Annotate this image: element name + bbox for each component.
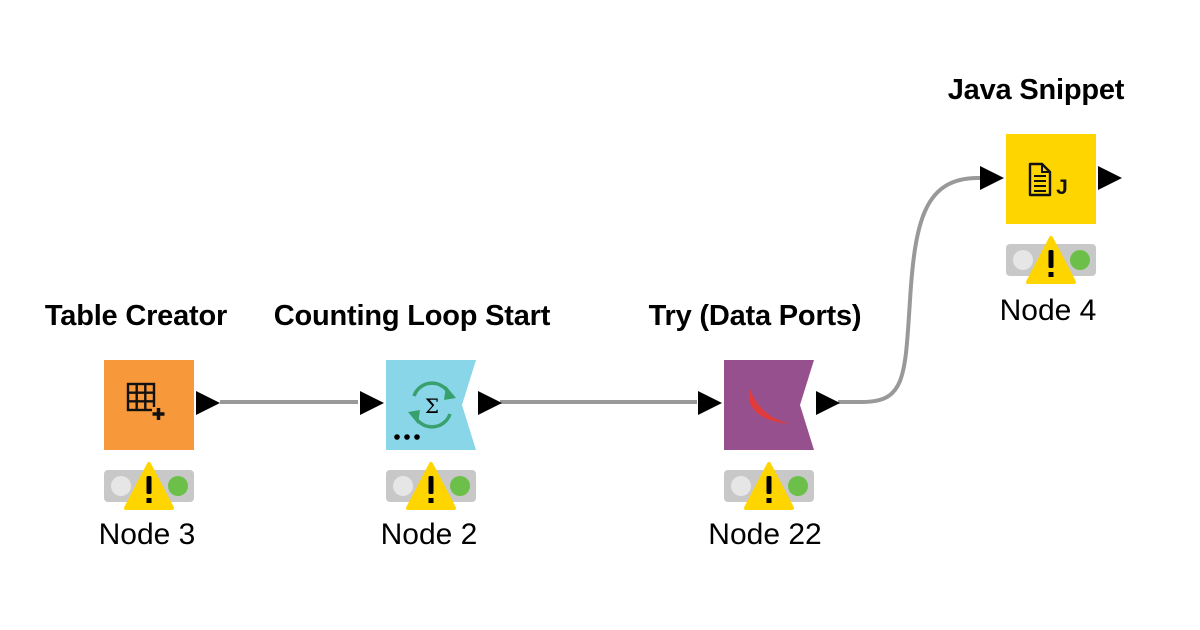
warning-icon: [406, 462, 456, 510]
loop-sigma-icon: Σ: [394, 381, 456, 440]
connections: [220, 176, 980, 404]
node-3-title[interactable]: Table Creator: [44, 300, 228, 332]
node-counting-loop-start[interactable]: Σ: [360, 360, 502, 510]
node-2-label[interactable]: Node 2: [380, 518, 478, 551]
node-4-label[interactable]: Node 4: [999, 294, 1097, 327]
warning-icon: [744, 462, 794, 510]
svg-text:Σ: Σ: [425, 394, 439, 418]
node-4-status-light: [1006, 236, 1096, 284]
node-3-body[interactable]: [104, 360, 194, 450]
node-3-status-light: [104, 462, 194, 510]
node-2-out-port[interactable]: [478, 391, 502, 415]
node-2-body[interactable]: [386, 360, 476, 450]
node-22-body[interactable]: [724, 360, 814, 450]
node-3-out-port[interactable]: [196, 391, 220, 415]
node-table-creator[interactable]: [104, 360, 220, 510]
node-try-data-ports[interactable]: [698, 360, 840, 510]
node-4-out-port[interactable]: [1098, 166, 1122, 190]
node-4-in-port[interactable]: [980, 166, 1004, 190]
connection-node22-node4[interactable]: [838, 176, 980, 404]
java-snippet-icon: J: [1028, 162, 1068, 199]
node-22-label[interactable]: Node 22: [708, 518, 822, 551]
node-4-title[interactable]: Java Snippet: [947, 74, 1125, 106]
node-22-status-light: [724, 462, 814, 510]
table-plus-icon: [126, 382, 165, 420]
node-3-label[interactable]: Node 3: [98, 518, 196, 551]
node-22-title[interactable]: Try (Data Ports): [648, 300, 862, 332]
node-java-snippet[interactable]: J: [980, 134, 1122, 284]
node-2-status-light: [386, 462, 476, 510]
warning-icon: [1026, 236, 1076, 284]
node-2-title[interactable]: Counting Loop Start: [273, 300, 551, 332]
warning-icon: [124, 462, 174, 510]
node-22-in-port[interactable]: [698, 391, 722, 415]
node-22-out-port[interactable]: [816, 391, 840, 415]
svg-text:J: J: [1056, 176, 1068, 199]
node-2-in-port[interactable]: [360, 391, 384, 415]
try-swoosh-icon: [748, 389, 790, 424]
